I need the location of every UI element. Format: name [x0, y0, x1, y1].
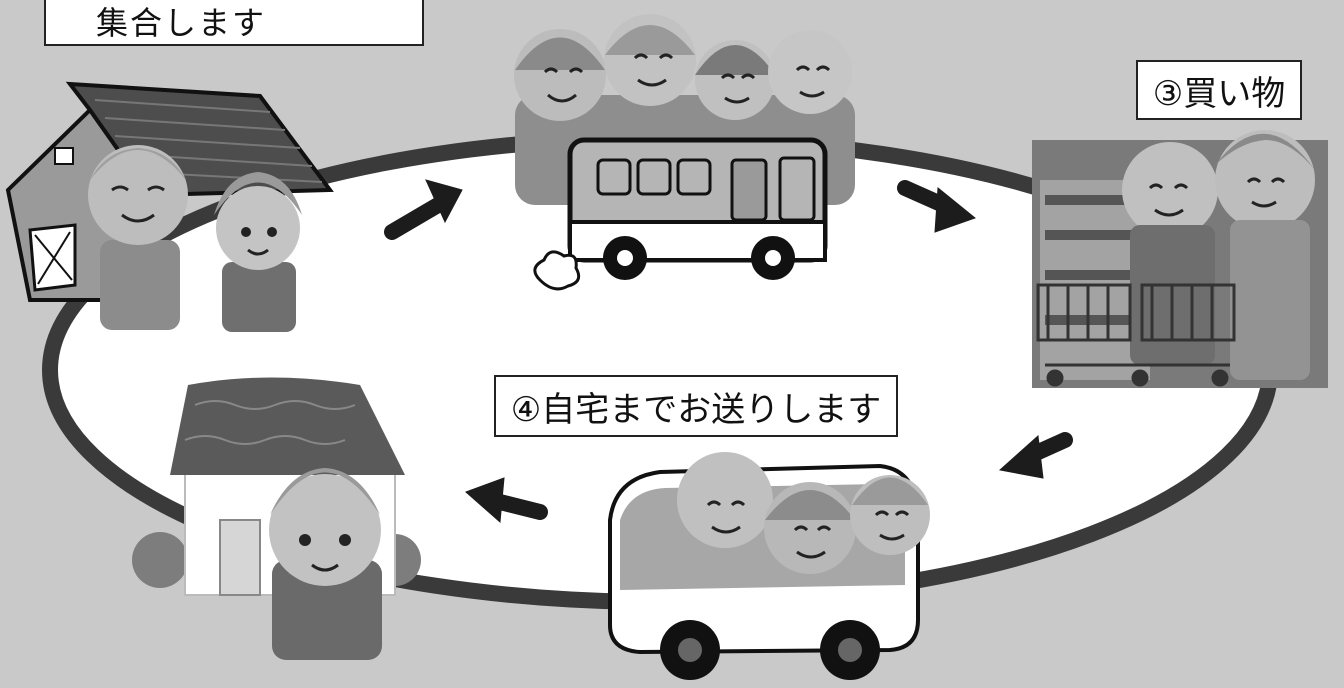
arrow-icon — [998, 432, 1073, 479]
arrow-icon — [897, 180, 977, 233]
elderly-woman-icon — [269, 468, 382, 660]
shopping-cart-icon — [1036, 283, 1236, 387]
van-icon — [608, 452, 930, 680]
arrow-icon — [465, 477, 548, 524]
supermarket-icon — [1032, 130, 1328, 388]
gather-label: 集合します — [44, 0, 424, 46]
shopping-label: ③買い物 — [1136, 60, 1302, 120]
bus-icon — [533, 137, 828, 291]
home-dropoff-label: ④自宅までお送りします — [494, 375, 898, 437]
arrow-icon — [384, 179, 463, 240]
elderly-couple-icon — [88, 145, 302, 332]
